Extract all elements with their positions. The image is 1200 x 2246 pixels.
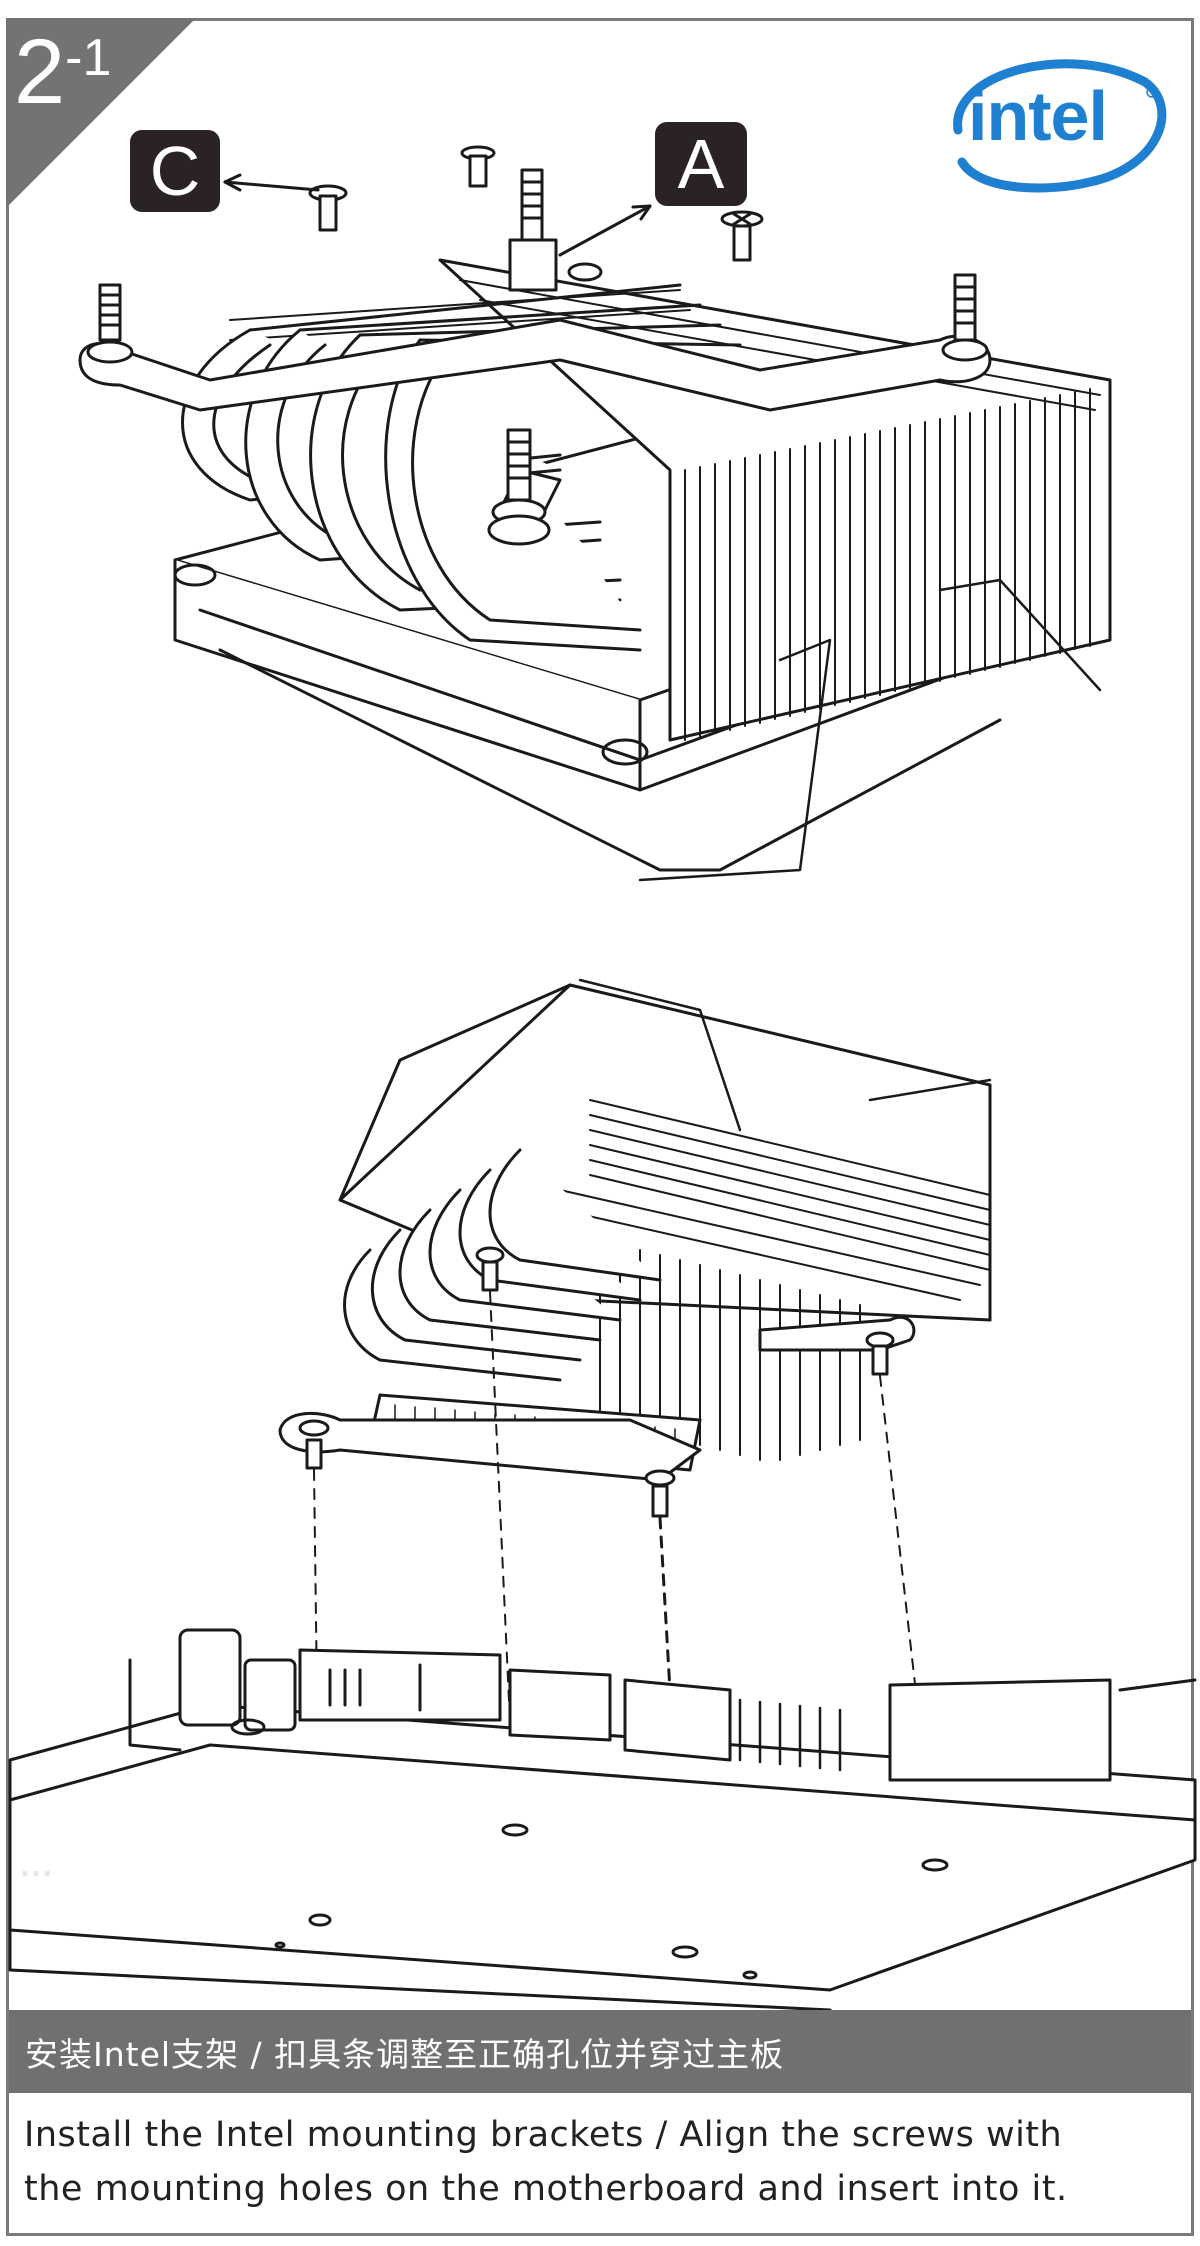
svg-text:···: ···	[20, 1855, 54, 1893]
cooler-underside-view	[278, 978, 992, 1518]
cooler-top-view	[78, 145, 1112, 882]
caption-english-line-2: the mounting holes on the motherboard an…	[24, 2169, 1068, 2209]
caption-english: Install the Intel mounting brackets / Al…	[24, 2108, 1174, 2216]
motherboard	[8, 1628, 1197, 2010]
intel-logo: intel	[940, 52, 1170, 197]
step-number: 2-1	[14, 21, 112, 123]
installation-illustration: ···	[8, 145, 1197, 2010]
callout-a: A	[655, 122, 747, 206]
callout-c: C	[130, 130, 220, 212]
caption-english-line-1: Install the Intel mounting brackets / Al…	[24, 2115, 1063, 2155]
screw-group	[308, 145, 764, 262]
caption-chinese: 安装Intel支架 / 扣具条调整至正确孔位并穿过主板	[9, 2010, 1191, 2093]
step-tag	[6, 18, 196, 208]
